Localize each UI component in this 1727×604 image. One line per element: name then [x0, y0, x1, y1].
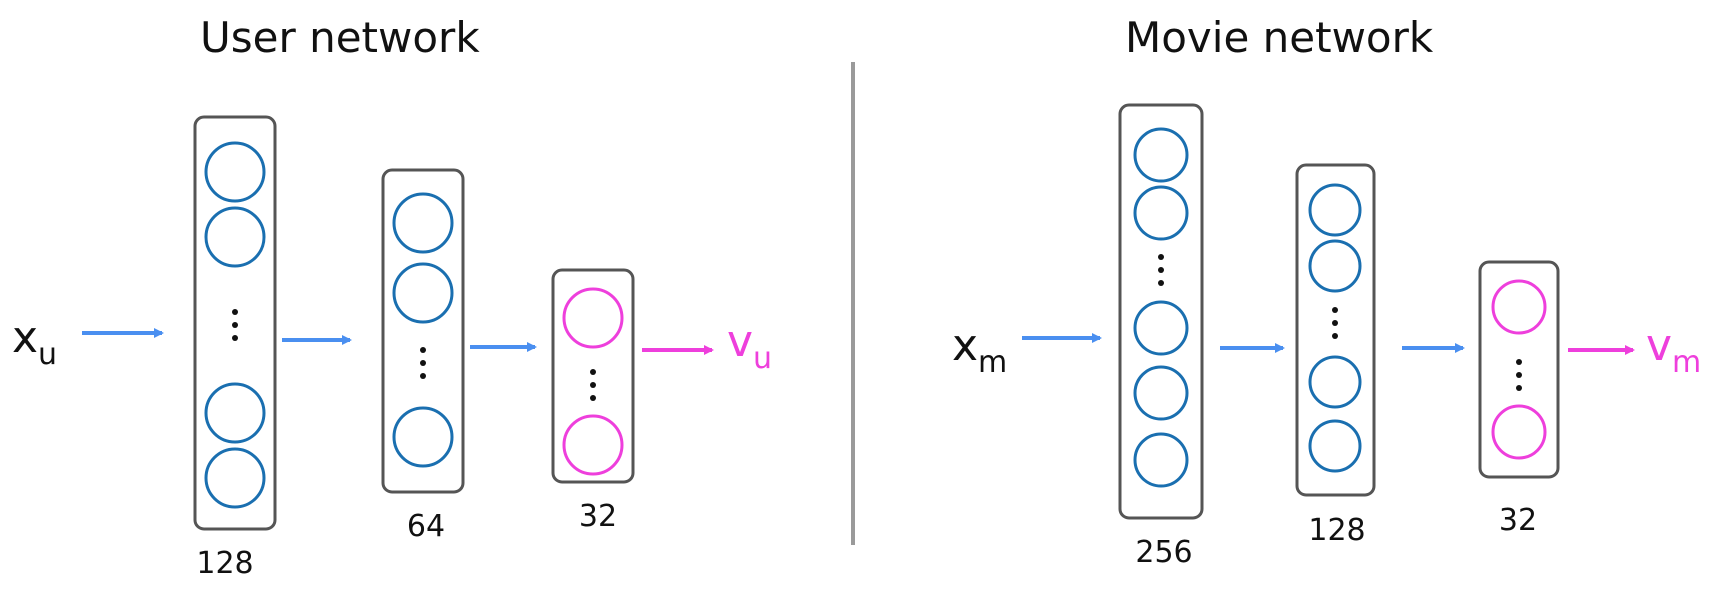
- movie-input-base: x: [952, 320, 978, 371]
- movie-layer-1: 256: [1118, 103, 1204, 570]
- user-layer-1: 128: [193, 115, 277, 581]
- movie-input-sub: m: [978, 345, 1007, 380]
- neuron: [392, 406, 454, 468]
- neuron: [1133, 432, 1189, 488]
- user-layer-2: 64: [381, 168, 465, 544]
- ellipsis-icon: [420, 347, 426, 379]
- neuron: [1133, 365, 1189, 421]
- neuron: [1308, 419, 1362, 473]
- movie-network-title: Movie network: [1125, 13, 1434, 62]
- neuron: [1133, 185, 1189, 241]
- neuron: [1133, 300, 1189, 356]
- user-layer-3: 32: [551, 268, 635, 534]
- neuron: [392, 192, 454, 254]
- user-network-title: User network: [200, 13, 480, 62]
- neuron: [562, 414, 624, 476]
- neuron: [204, 206, 266, 268]
- neuron: [204, 447, 266, 509]
- neuron: [204, 382, 266, 444]
- user-layer-2-size: 64: [407, 509, 445, 544]
- neuron: [1308, 355, 1362, 409]
- movie-network: xm 256: [952, 103, 1701, 570]
- neuron: [1308, 183, 1362, 237]
- user-layer-3-size: 32: [579, 499, 617, 534]
- user-input-base: x: [12, 312, 38, 363]
- user-input-sub: u: [38, 337, 57, 372]
- ellipsis-icon: [232, 309, 238, 341]
- user-output-sub: u: [753, 341, 772, 376]
- movie-output-sub: m: [1672, 345, 1701, 380]
- user-output-label: vu: [727, 316, 772, 376]
- neuron: [1308, 239, 1362, 293]
- neuron: [1133, 127, 1189, 183]
- movie-layer-2-size: 128: [1308, 513, 1365, 548]
- movie-layer-1-size: 256: [1135, 535, 1192, 570]
- user-network: xu 128: [12, 115, 772, 581]
- user-layer-2-box: [381, 168, 465, 494]
- movie-output-base: v: [1646, 320, 1672, 371]
- user-layer-1-size: 128: [196, 546, 253, 581]
- user-input-label: xu: [12, 312, 57, 372]
- movie-layer-2: 128: [1295, 163, 1376, 548]
- neuron: [392, 262, 454, 324]
- ellipsis-icon: [1158, 254, 1164, 286]
- movie-layer-3: 32: [1478, 260, 1560, 538]
- ellipsis-icon: [1332, 307, 1338, 339]
- movie-output-label: vm: [1646, 320, 1701, 380]
- neuron: [1491, 279, 1547, 335]
- movie-layer-3-size: 32: [1499, 503, 1537, 538]
- neuron: [562, 287, 624, 349]
- user-output-base: v: [727, 316, 753, 367]
- movie-input-label: xm: [952, 320, 1007, 380]
- ellipsis-icon: [1516, 359, 1522, 391]
- ellipsis-icon: [590, 369, 596, 401]
- neuron: [204, 141, 266, 203]
- neuron: [1491, 404, 1547, 460]
